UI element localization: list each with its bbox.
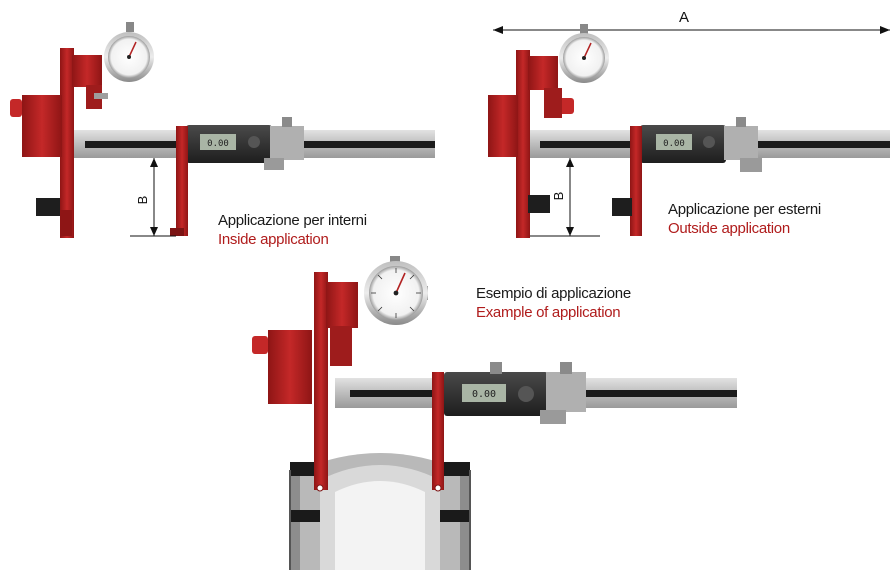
lcd-readout: 0.00 [663, 139, 685, 149]
lcd-display [462, 384, 506, 402]
lcd-readout: 0.00 [207, 139, 229, 149]
moving-jaw-red [630, 126, 642, 236]
red-clamp-block [488, 95, 518, 157]
knurled-knob [10, 99, 22, 117]
red-clamp-block [268, 330, 312, 404]
dimension-b-outside: B [530, 158, 600, 237]
dimension-b-inside: B [130, 158, 176, 237]
black-foot [612, 198, 632, 216]
dimension-a: A [493, 9, 890, 34]
dial-indicator [364, 256, 428, 325]
caption-inside-en: Inside application [218, 231, 329, 248]
mode-button [518, 386, 534, 402]
caption-example-it: Esempio di applicazione [476, 285, 631, 302]
black-foot [528, 195, 550, 213]
fixed-jaw-red [516, 50, 530, 238]
red-clamp-block [22, 95, 62, 157]
inside-application-illustration: 0.00 B [10, 22, 435, 238]
moving-jaw-red [432, 372, 444, 490]
dimension-b-label: B [551, 192, 566, 201]
dial-bracket [72, 55, 102, 87]
caption-outside: Applicazione per esterni Outside applica… [668, 200, 821, 238]
caption-inside: Applicazione per interni Inside applicat… [218, 211, 367, 249]
mode-button [248, 136, 260, 148]
caption-example-en: Example of application [476, 304, 621, 321]
moving-jaw-red [176, 126, 188, 236]
example-application-illustration: 0.00 [252, 256, 737, 570]
caption-outside-en: Outside application [668, 220, 790, 237]
dial-bracket [326, 282, 358, 328]
fixed-jaw-red [314, 272, 328, 490]
caption-example: Esempio di applicazione Example of appli… [476, 284, 631, 322]
dimension-a-label: A [679, 9, 689, 26]
dimension-b-label: B [135, 196, 150, 205]
dial-bracket [528, 56, 558, 90]
lcd-readout: 0.00 [472, 389, 496, 400]
lcd-display [656, 134, 692, 150]
caption-outside-it: Applicazione per esterni [668, 201, 821, 218]
lcd-display [200, 134, 236, 150]
workpiece-bearing [289, 453, 471, 570]
black-foot [36, 198, 60, 216]
caption-inside-it: Applicazione per interni [218, 212, 367, 229]
fixed-jaw-red [60, 48, 74, 238]
knurled-knob [252, 336, 268, 354]
mode-button [703, 136, 715, 148]
outside-application-illustration: A 0.00 [488, 9, 890, 238]
dial-indicator [104, 22, 154, 82]
dial-indicator [559, 24, 609, 83]
